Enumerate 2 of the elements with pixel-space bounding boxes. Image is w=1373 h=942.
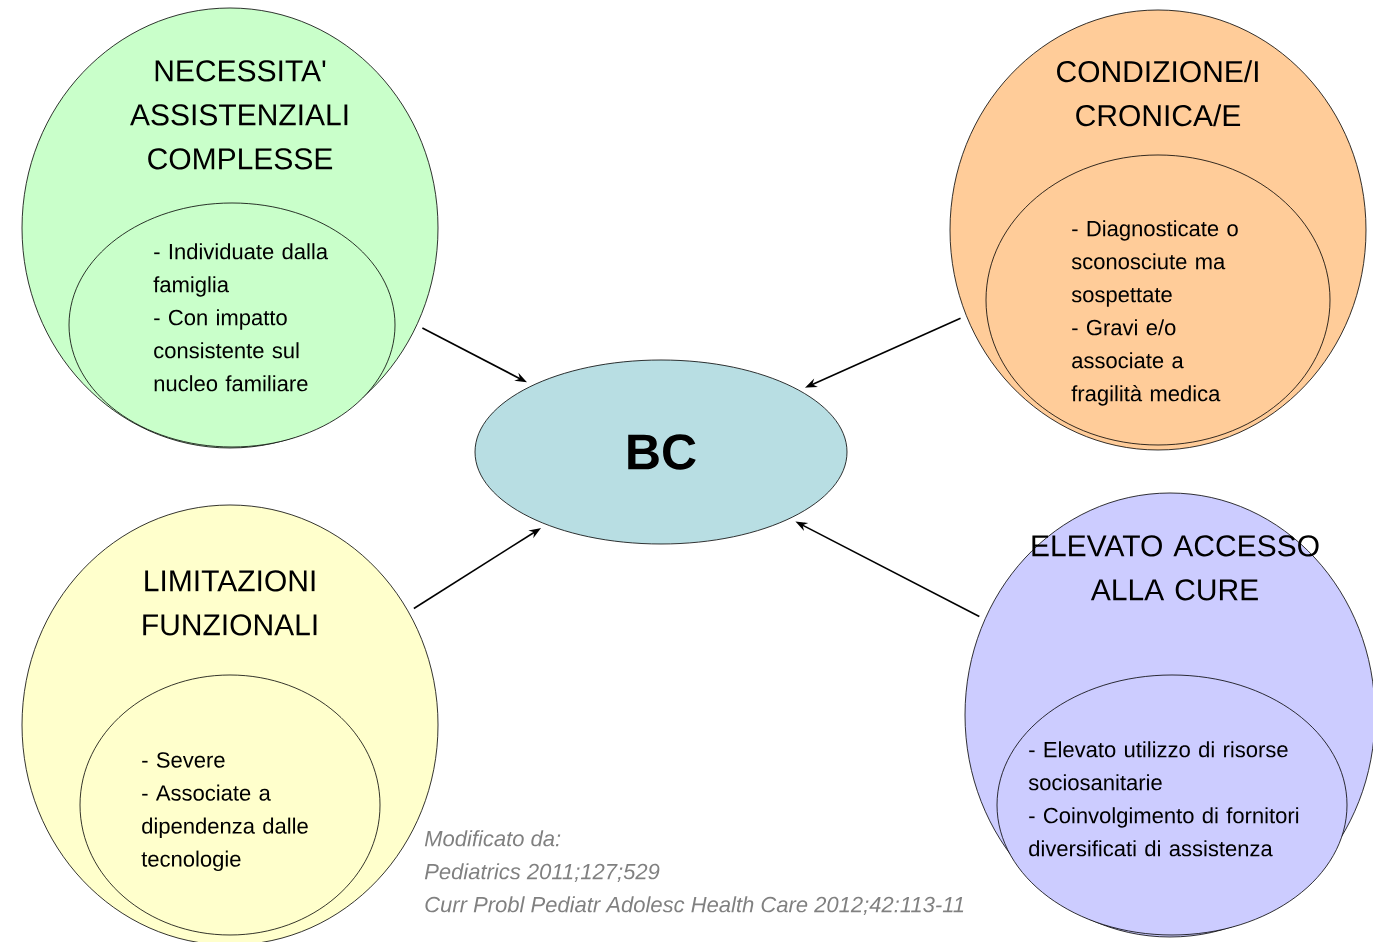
node-label: - Coinvolgimento di fornitori diversificati di assistenza <box>1029 807 1299 857</box>
node-label: - Elevato utilizzo di risorse sociosanitarie <box>1028 741 1288 791</box>
